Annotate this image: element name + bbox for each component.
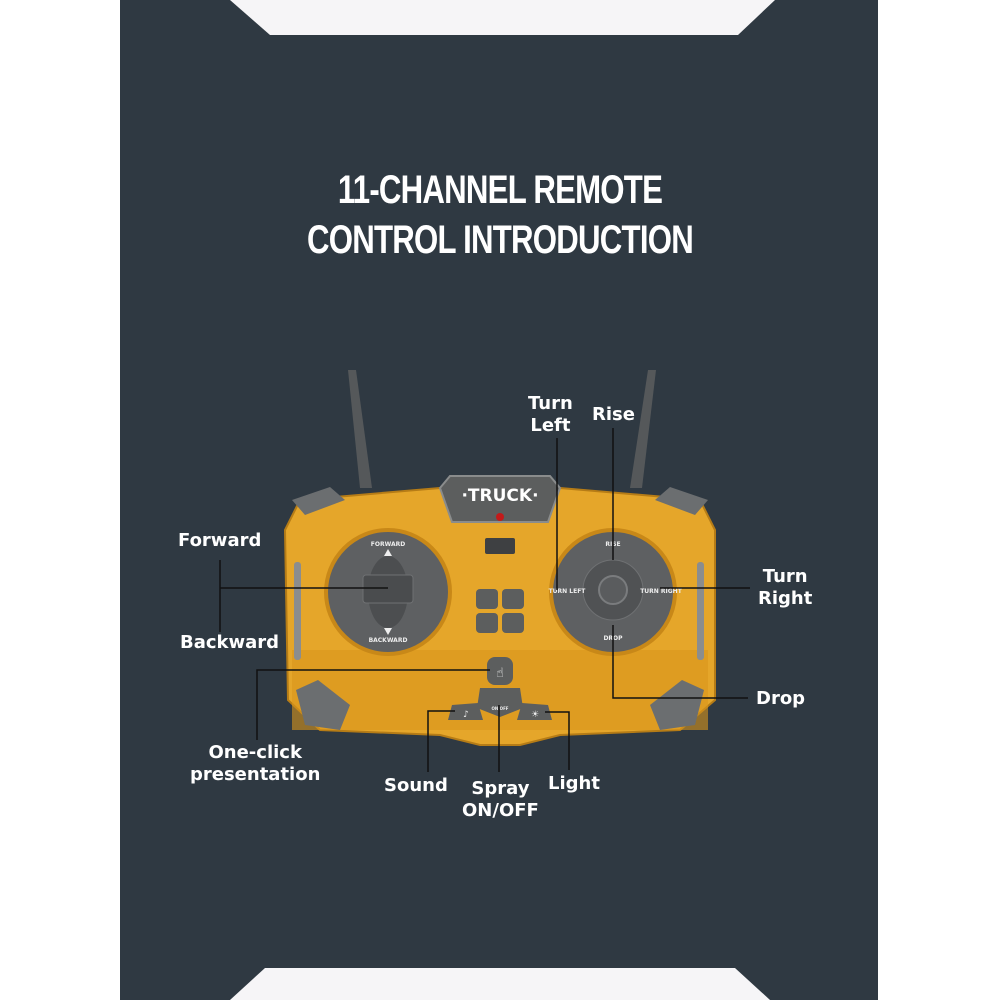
spray-button-text: ON/OFF — [491, 706, 508, 711]
down-arrow-icon — [384, 628, 392, 635]
sound-line — [427, 710, 455, 772]
left-stick[interactable] — [362, 574, 414, 604]
dpad-down-right[interactable] — [502, 613, 524, 633]
label-light: Light — [548, 773, 600, 794]
turn-right-mark: TURN RIGHT — [640, 588, 682, 595]
title-line-2: CONTROL INTRODUCTION — [307, 218, 694, 262]
light-line — [545, 711, 570, 770]
dpad-up-left[interactable] — [476, 589, 498, 609]
sound-button[interactable] — [448, 703, 483, 720]
backward-mark: BACKWARD — [369, 637, 408, 644]
label-one-click: One-click presentation — [190, 742, 321, 785]
label-spray: Spray ON/OFF — [462, 778, 539, 821]
drop-line — [612, 625, 748, 699]
brand-plate — [438, 475, 562, 523]
label-turn-left: Turn Left — [528, 393, 573, 436]
label-sound: Sound — [384, 775, 448, 796]
bumper — [650, 680, 704, 730]
right-antenna — [630, 370, 656, 488]
one-click-button[interactable] — [487, 657, 513, 685]
title-line-1: 11-CHANNEL REMOTE — [337, 168, 663, 212]
turn-left-mark: TURN LEFT — [549, 588, 587, 595]
top-notch — [230, 0, 775, 35]
label-rise: Rise — [592, 404, 635, 425]
label-forward: Forward — [178, 530, 262, 551]
label-turn-right: Turn Right — [758, 566, 813, 609]
power-switch[interactable] — [485, 538, 515, 554]
bumper — [292, 487, 345, 515]
spray-button[interactable] — [477, 688, 523, 717]
left-antenna — [348, 370, 372, 488]
up-arrow-icon — [384, 549, 392, 556]
hand-icon: ☝ — [496, 666, 504, 681]
sound-icon: ♪ — [463, 710, 469, 720]
side-grip — [294, 562, 301, 660]
label-drop: Drop — [756, 688, 806, 709]
brand-text: ·TRUCK· — [461, 486, 538, 506]
dpad-up-right[interactable] — [502, 589, 524, 609]
label-backward: Backward — [180, 632, 280, 653]
forward-mark: FORWARD — [371, 541, 405, 548]
bumper — [655, 487, 708, 515]
side-grip — [697, 562, 704, 660]
bumper — [296, 680, 350, 730]
light-icon: ☀ — [531, 710, 539, 720]
one-click-line — [256, 669, 490, 740]
bottom-notch — [230, 968, 770, 1000]
dpad-down-left[interactable] — [476, 613, 498, 633]
right-stick[interactable] — [598, 575, 628, 605]
light-button[interactable] — [517, 703, 552, 720]
power-led — [496, 513, 504, 521]
forward-backward-line — [219, 560, 388, 632]
